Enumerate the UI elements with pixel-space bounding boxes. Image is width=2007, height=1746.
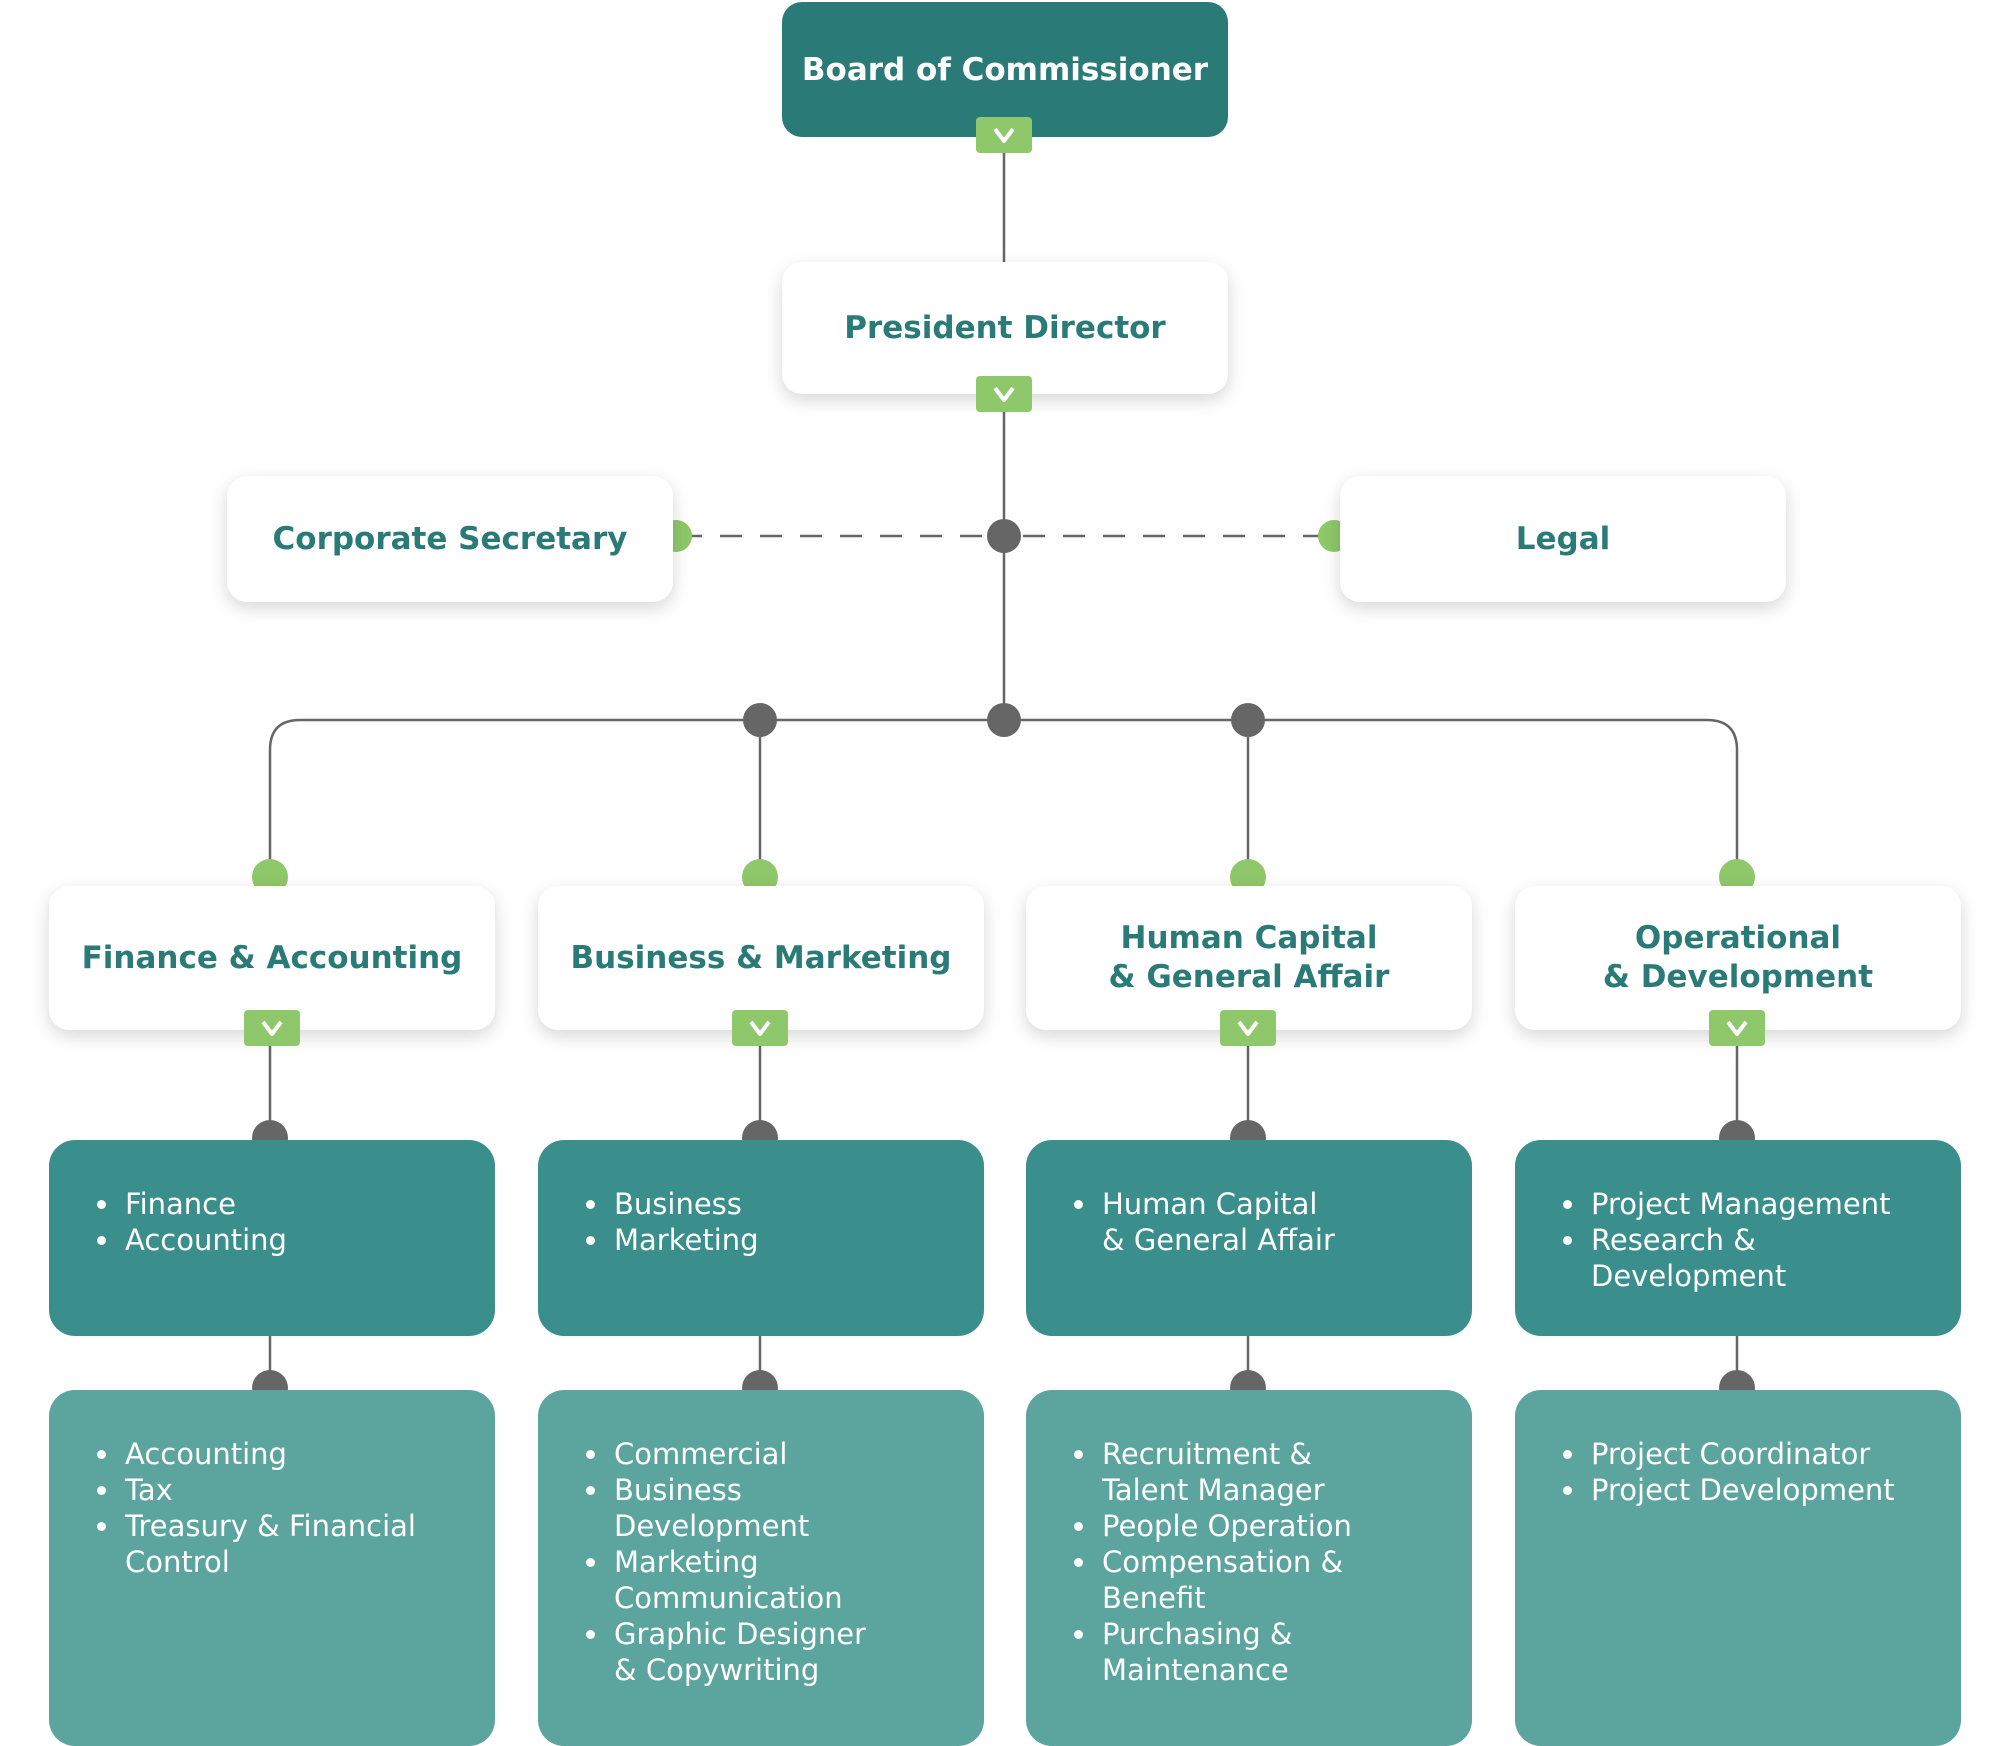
expand-badge[interactable]: [732, 1010, 788, 1046]
junction-node: [987, 519, 1021, 553]
department-box: Finance & Accounting: [49, 886, 495, 1030]
staff-left-title: Corporate Secretary: [272, 520, 628, 557]
expand-badge[interactable]: [976, 376, 1032, 412]
role-item: Recruitment & Talent Manager: [1070, 1436, 1452, 1508]
department-title: Finance & Accounting: [81, 939, 463, 976]
unit-item: Project Management: [1559, 1186, 1941, 1222]
unit-item: Business: [582, 1186, 964, 1222]
staff-right-title: Legal: [1515, 520, 1611, 557]
unit-item: Human Capital & General Affair: [1070, 1186, 1452, 1258]
role-item: Tax: [93, 1472, 475, 1508]
chevron-down-icon: [1237, 1020, 1259, 1036]
expand-badge[interactable]: [1220, 1010, 1276, 1046]
department-title: Operational & Development: [1602, 920, 1874, 995]
president-title: President Director: [844, 309, 1166, 346]
chevron-down-icon: [261, 1020, 283, 1036]
unit-panel: Finance Accounting: [49, 1140, 495, 1336]
unit-panel: Human Capital & General Affair: [1026, 1140, 1472, 1336]
role-panel: Recruitment & Talent Manager People Oper…: [1026, 1390, 1472, 1746]
role-item: Treasury & Financial Control: [93, 1508, 475, 1580]
unit-item: Accounting: [93, 1222, 475, 1258]
role-item: Compensation & Benefit: [1070, 1544, 1452, 1616]
junction-node: [1231, 703, 1265, 737]
role-item: Project Development: [1559, 1472, 1941, 1508]
unit-panel: Business Marketing: [538, 1140, 984, 1336]
role-panel: Project Coordinator Project Development: [1515, 1390, 1961, 1746]
expand-badge[interactable]: [976, 117, 1032, 153]
chevron-down-icon: [993, 386, 1015, 402]
unit-item: Finance: [93, 1186, 475, 1222]
junction-node: [743, 703, 777, 737]
junction-node: [987, 703, 1021, 737]
chevron-down-icon: [993, 127, 1015, 143]
president-director-box: President Director: [782, 262, 1228, 394]
role-item: Graphic Designer & Copywriting: [582, 1616, 964, 1688]
expand-badge[interactable]: [1709, 1010, 1765, 1046]
board-title: Board of Commissioner: [801, 51, 1209, 88]
department-title: Human Capital & General Affair: [1108, 920, 1390, 995]
board-of-commissioner-box: Board of Commissioner: [782, 2, 1228, 137]
unit-panel: Project Management Research & Developmen…: [1515, 1140, 1961, 1336]
chevron-down-icon: [1726, 1020, 1748, 1036]
department-box: Human Capital & General Affair: [1026, 886, 1472, 1030]
chevron-down-icon: [749, 1020, 771, 1036]
role-item: Accounting: [93, 1436, 475, 1472]
legal-box: Legal: [1340, 476, 1786, 602]
unit-item: Marketing: [582, 1222, 964, 1258]
role-item: Business Development: [582, 1472, 964, 1544]
department-title: Business & Marketing: [570, 939, 952, 976]
role-item: Purchasing & Maintenance: [1070, 1616, 1452, 1688]
department-box: Business & Marketing: [538, 886, 984, 1030]
role-item: Project Coordinator: [1559, 1436, 1941, 1472]
role-panel: Commercial Business Development Marketin…: [538, 1390, 984, 1746]
role-panel: Accounting Tax Treasury & Financial Cont…: [49, 1390, 495, 1746]
role-item: People Operation: [1070, 1508, 1452, 1544]
expand-badge[interactable]: [244, 1010, 300, 1046]
role-item: Marketing Communication: [582, 1544, 964, 1616]
corporate-secretary-box: Corporate Secretary: [227, 476, 673, 602]
role-item: Commercial: [582, 1436, 964, 1472]
department-box: Operational & Development: [1515, 886, 1961, 1030]
unit-item: Research & Development: [1559, 1222, 1941, 1294]
